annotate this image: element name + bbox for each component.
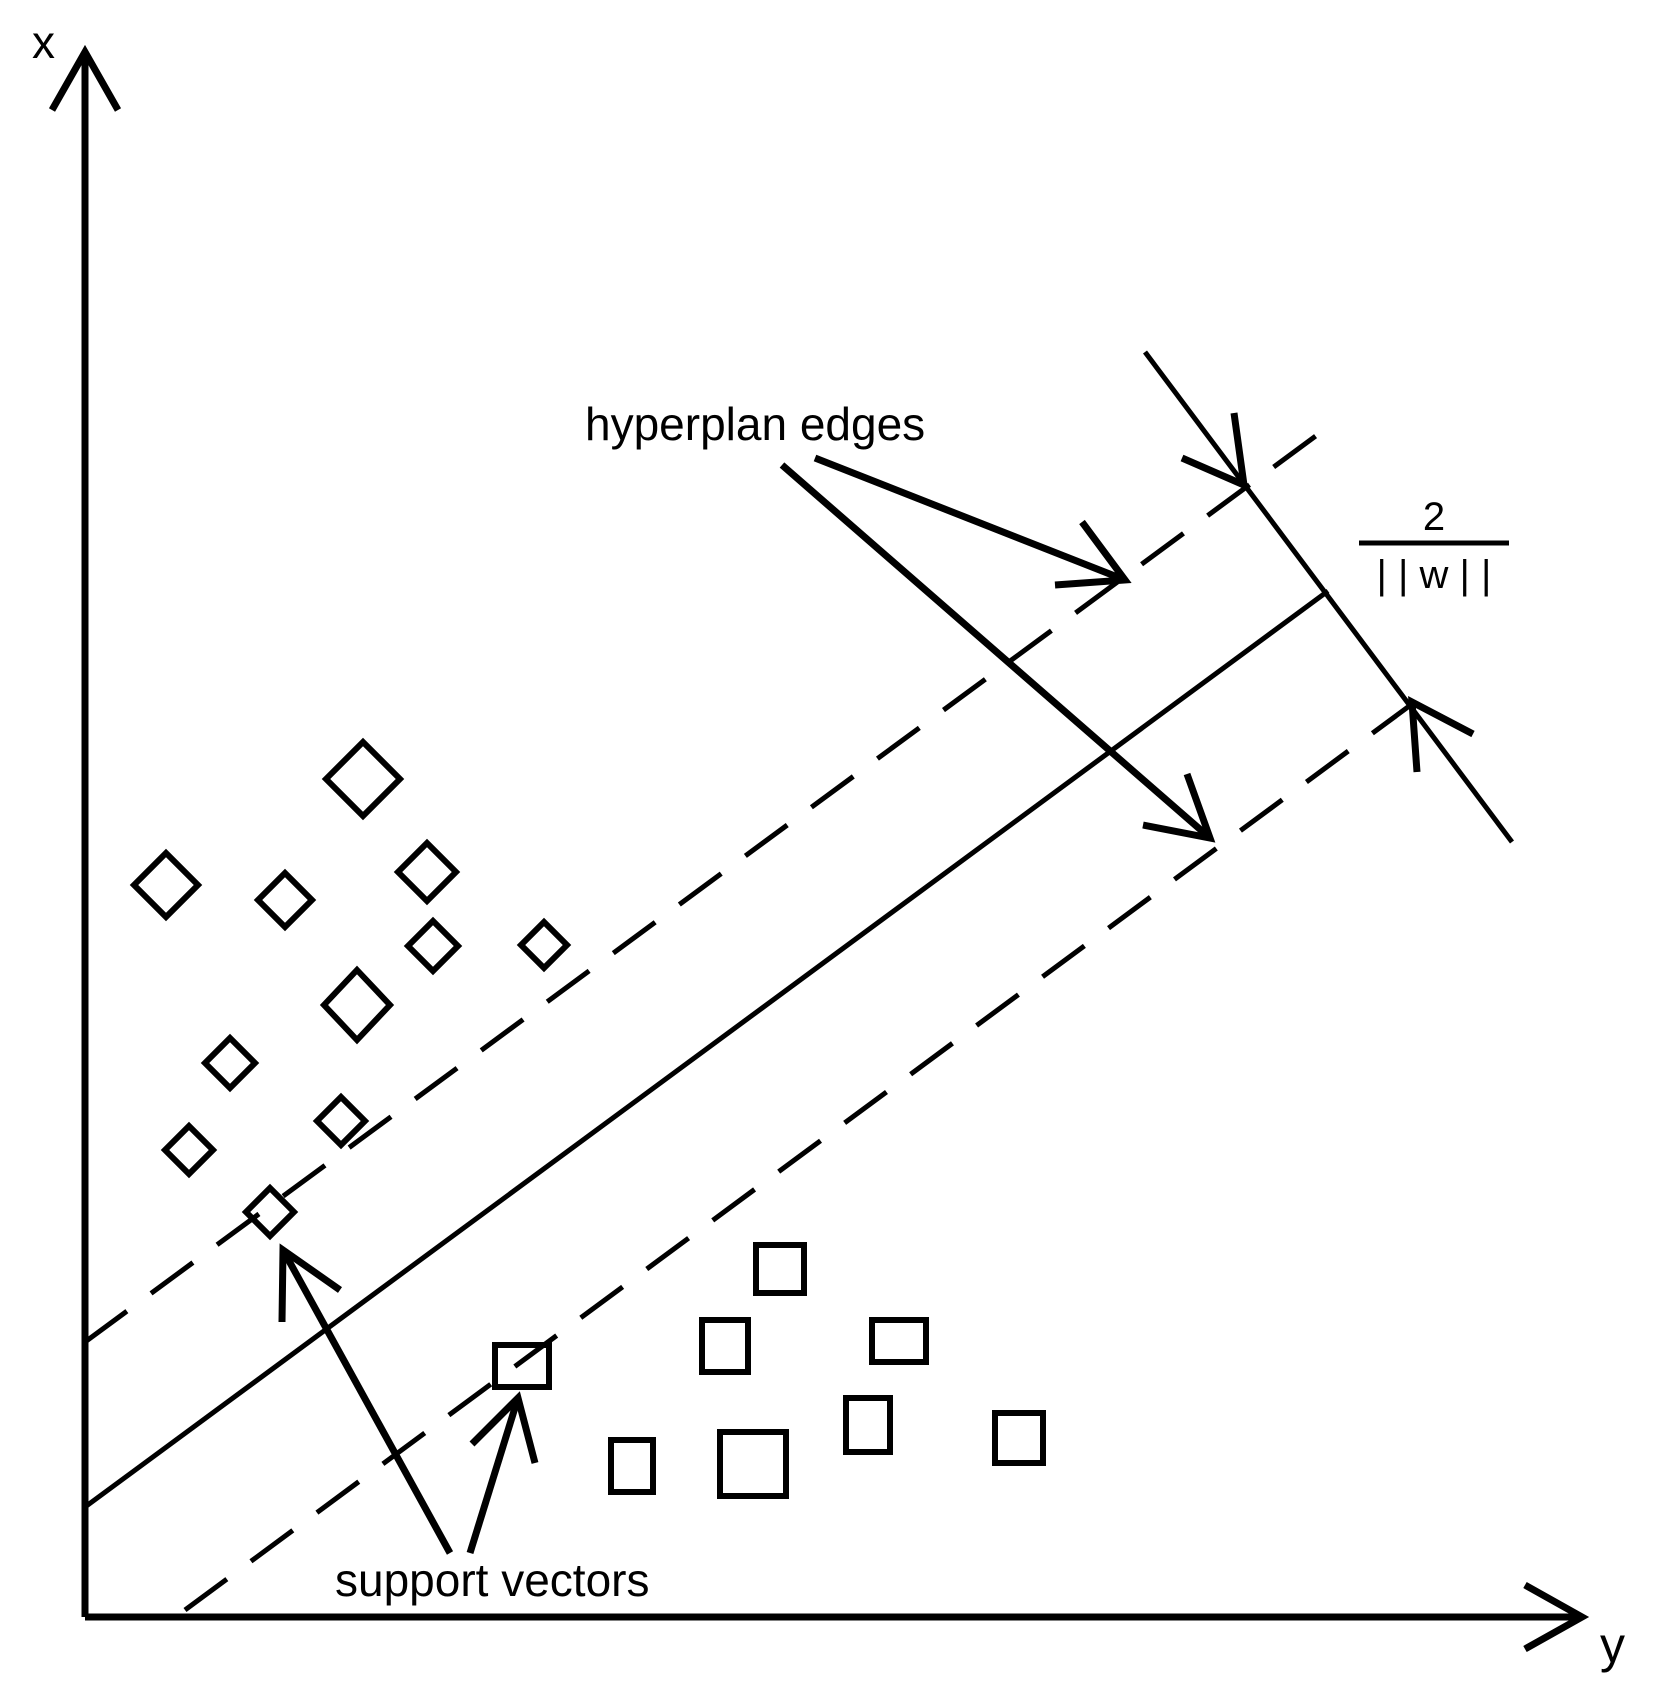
diamond-point xyxy=(200,1033,260,1093)
edges-arrow-upper xyxy=(813,454,1127,584)
diamond-point xyxy=(516,917,572,973)
margin-bottom-arrowhead xyxy=(1408,695,1475,773)
square-point xyxy=(869,1317,929,1365)
support-vectors-annotation: support vectors xyxy=(278,1243,649,1606)
class-diamond-points xyxy=(129,737,572,1241)
square-point xyxy=(717,1429,789,1499)
square-point xyxy=(992,1410,1046,1466)
edges-arrow-lower xyxy=(779,462,1213,841)
diamond-support-vector xyxy=(241,1183,299,1241)
diamond-point xyxy=(160,1121,218,1179)
diamond-point xyxy=(312,1092,370,1150)
diamond-point xyxy=(393,838,461,906)
square-support-vector xyxy=(492,1342,552,1390)
support-arrow-to-square xyxy=(466,1396,522,1555)
support-arrow-to-diamond xyxy=(279,1248,454,1555)
margin-width-indicator: 2 | | w | | xyxy=(1142,350,1515,844)
edges-annotation: hyperplan edges xyxy=(585,398,1216,843)
diamond-point xyxy=(129,848,203,922)
decision-hyperplane xyxy=(83,588,1330,1510)
horizontal-axis-arrowhead xyxy=(1523,1581,1590,1653)
upper-margin-edge xyxy=(83,424,1330,1345)
vertical-axis-arrowhead xyxy=(48,44,122,112)
support-arrowhead-square xyxy=(469,1391,539,1464)
margin-denominator: | | w | | xyxy=(1377,553,1492,597)
edges-arrowhead-lower xyxy=(1142,772,1216,843)
square-point xyxy=(843,1395,893,1455)
diamond-point xyxy=(253,868,317,932)
diamond-point xyxy=(321,737,405,821)
margin-width-line xyxy=(1142,350,1515,844)
square-point xyxy=(753,1242,807,1296)
margin-top-arrowhead xyxy=(1180,412,1249,491)
horizontal-axis-label: y xyxy=(1600,1617,1625,1673)
support-label: support vectors xyxy=(335,1554,649,1606)
hyperplanes xyxy=(83,424,1414,1613)
axes: x y xyxy=(32,16,1625,1673)
square-point xyxy=(699,1317,751,1375)
edges-label: hyperplan edges xyxy=(585,398,925,450)
edges-arrowhead-upper xyxy=(1054,519,1132,589)
diamond-point xyxy=(319,965,395,1045)
diamond-point xyxy=(403,916,463,976)
class-square-points xyxy=(492,1242,1046,1499)
support-arrowhead-diamond xyxy=(278,1243,343,1323)
margin-numerator: 2 xyxy=(1423,495,1445,539)
vertical-axis-label: x xyxy=(32,16,55,68)
square-point xyxy=(608,1437,656,1495)
lower-margin-edge xyxy=(183,701,1414,1613)
